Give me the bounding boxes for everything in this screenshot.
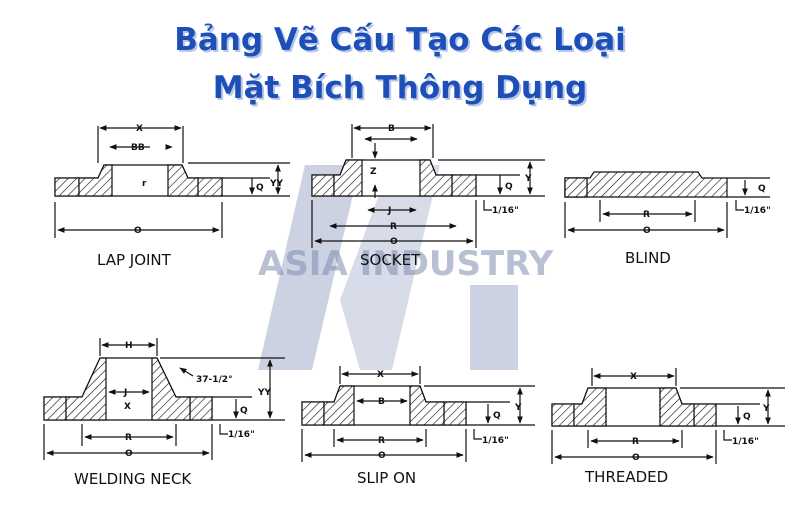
flange-slip-on xyxy=(301,366,535,462)
flange-lap-joint xyxy=(54,125,290,238)
dim-q: Q xyxy=(505,182,513,192)
dim-r: R xyxy=(632,437,639,447)
flange-blind xyxy=(564,171,770,238)
watermark: ASIA INDUSTRY xyxy=(258,165,554,370)
dim-angle: 37-1/2° xyxy=(196,375,233,385)
dim-j: J xyxy=(123,388,127,398)
dim-yy: YY xyxy=(269,179,284,189)
dim-r: R xyxy=(378,436,385,446)
flange-welding-neck xyxy=(43,338,285,460)
dim-q: Q xyxy=(493,411,501,421)
label-welding-neck: WELDING NECK xyxy=(74,470,192,488)
dim-o: O xyxy=(390,237,398,247)
dim-h: H xyxy=(125,341,133,351)
flange-threaded xyxy=(551,368,785,464)
watermark-text: ASIA INDUSTRY xyxy=(258,244,554,284)
label-lap-joint: LAP JOINT xyxy=(97,251,172,269)
dim-j: J xyxy=(387,206,391,216)
dim-1-16: 1/16" xyxy=(732,437,759,447)
page-title-line1: Bảng Vẽ Cấu Tạo Các Loại xyxy=(174,22,626,58)
dim-x: X xyxy=(630,372,637,382)
dim-1-16: 1/16" xyxy=(744,206,771,216)
label-blind: BLIND xyxy=(625,249,671,267)
dim-y: Y xyxy=(514,403,522,413)
dim-b: B xyxy=(378,397,385,407)
dim-bb: BB xyxy=(131,143,145,153)
flange-socket xyxy=(311,124,545,248)
dim-o: O xyxy=(134,226,142,236)
label-socket: SOCKET xyxy=(360,251,421,269)
dim-x: X xyxy=(124,402,131,412)
dim-q: Q xyxy=(240,406,248,416)
dim-o: O xyxy=(632,453,640,463)
label-slip-on: SLIP ON xyxy=(357,469,416,487)
dim-r: R xyxy=(125,433,132,443)
dim-1-16: 1/16" xyxy=(482,436,509,446)
dim-r: r xyxy=(142,179,147,189)
dim-1-16: 1/16" xyxy=(228,430,255,440)
dim-z: Z xyxy=(370,167,377,177)
dim-x: X xyxy=(377,370,384,380)
page-title-line2: Mặt Bích Thông Dụng xyxy=(212,70,588,106)
dim-r: R xyxy=(643,210,650,220)
dim-x: X xyxy=(136,124,143,134)
dim-q: Q xyxy=(758,184,766,194)
label-threaded: THREADED xyxy=(584,468,668,486)
dim-o: O xyxy=(378,451,386,461)
dim-y: Y xyxy=(524,174,532,184)
dim-b: B xyxy=(388,124,395,134)
dim-o: O xyxy=(643,226,651,236)
dim-q: Q xyxy=(743,412,751,422)
dim-r: R xyxy=(390,222,397,232)
dim-o: O xyxy=(125,449,133,459)
dim-q: Q xyxy=(256,183,264,193)
dim-1-16: 1/16" xyxy=(492,206,519,216)
dim-yy: YY xyxy=(257,388,272,398)
dim-y: Y xyxy=(762,404,770,414)
